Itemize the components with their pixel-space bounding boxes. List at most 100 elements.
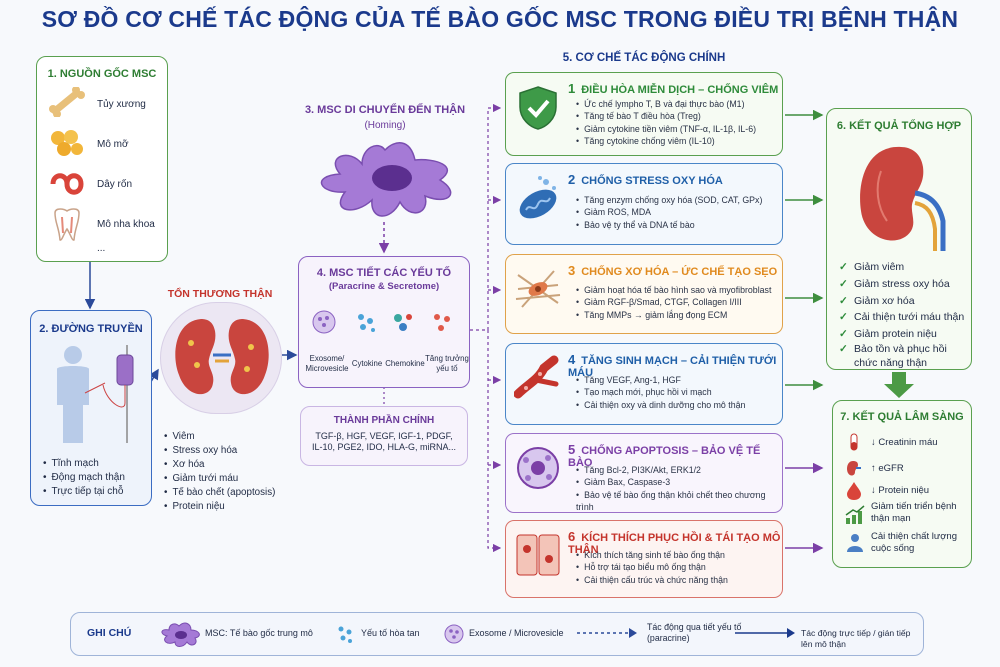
mechanism-points: Tăng enzym chống oxy hóa (SOD, CAT, GPx)… bbox=[576, 194, 762, 231]
summary-item: ✓Giảm xơ hóa bbox=[839, 294, 915, 307]
chart-up-icon bbox=[845, 505, 865, 524]
summary-item: ✓Bảo tồn và phục hồi chức năng thận bbox=[839, 342, 947, 369]
adipose-icon bbox=[51, 130, 83, 156]
clinical-panel: 7. KẾT QUẢ LÂM SÀNG ↓ Creatinin máu ↑ eG… bbox=[832, 400, 972, 568]
source-header: 1. NGUỒN GỐC MSC bbox=[47, 68, 157, 80]
route-list: Tĩnh mạch Động mạch thận Trực tiếp tại c… bbox=[43, 457, 125, 500]
injured-kidney-circle bbox=[160, 302, 282, 414]
source-item: Dây rốn bbox=[97, 179, 133, 190]
source-item: Mô mỡ bbox=[97, 139, 129, 150]
dashed-arrow-icon bbox=[577, 628, 637, 638]
injury-list: Viêm Stress oxy hóa Xơ hóa Giảm tưới máu… bbox=[164, 430, 275, 513]
injury-item: Xơ hóa bbox=[164, 458, 275, 472]
summary-list: ✓Giảm viêm ✓Giảm stress oxy hóa ✓Giảm xơ… bbox=[839, 259, 969, 370]
secretion-label: Chemokine bbox=[385, 359, 425, 368]
injury-item: Viêm bbox=[164, 430, 275, 444]
summary-item: ✓Giảm protein niệu bbox=[839, 328, 937, 341]
summary-item: ✓Cải thiện tưới máu thận bbox=[839, 311, 965, 324]
exosome-legend-icon bbox=[444, 624, 464, 644]
secretion-label: Cytokine bbox=[351, 359, 383, 368]
injury-header: TỔN THƯƠNG THẬN bbox=[167, 288, 273, 300]
clinical-header: 7. KẾT QUẢ LÂM SÀNG bbox=[840, 411, 964, 423]
route-item: Động mạch thận bbox=[43, 471, 125, 485]
components-panel: THÀNH PHẦN CHÍNH TGF-β, HGF, VEGF, IGF-1… bbox=[300, 406, 468, 466]
components-line: IL-10, PGE2, IDO, HLA-G, miRNA... bbox=[311, 442, 457, 453]
mechanism-points: Ức chế lympho T, B và đại thực bào (M1)T… bbox=[576, 98, 756, 148]
mechanisms-header: 5. CƠ CHẾ TÁC ĐỘNG CHÍNH bbox=[562, 52, 726, 64]
clinical-item: Giảm tiến triển bệnh thận mạn bbox=[871, 501, 957, 524]
secretion-panel: 4. MSC TIẾT CÁC YẾU TỐ (Paracrine & Secr… bbox=[298, 256, 470, 388]
iv-infusion-icon bbox=[57, 345, 134, 443]
components-header: THÀNH PHẦN CHÍNH bbox=[333, 415, 435, 426]
source-item: ... bbox=[97, 243, 106, 254]
homing-subtitle: (Homing) bbox=[364, 120, 406, 131]
summary-panel: 6. KẾT QUẢ TỔNG HỢP ✓Giảm viêm ✓Giảm str… bbox=[826, 108, 972, 370]
summary-item: ✓Giảm stress oxy hóa bbox=[839, 277, 950, 290]
kidney-small-icon bbox=[847, 461, 861, 476]
clinical-item: ↓ Protein niệu bbox=[871, 485, 930, 496]
healthy-kidney-icon bbox=[860, 146, 946, 251]
bone-icon bbox=[49, 87, 85, 117]
legend-header: GHI CHÚ bbox=[87, 627, 132, 639]
chemokine-icon bbox=[394, 314, 412, 331]
test-tube-icon bbox=[850, 433, 858, 451]
injured-kidney-icon bbox=[175, 319, 269, 395]
summary-item: ✓Giảm viêm bbox=[839, 261, 905, 273]
msc-cell-icon bbox=[320, 142, 452, 217]
homing-header: 3. MSC DI CHUYỂN ĐẾN THẬN bbox=[304, 104, 466, 116]
mitochondria-icon bbox=[519, 176, 557, 219]
legend-paracrine: Tác động qua tiết yếu tố (paracrine) bbox=[647, 622, 742, 643]
legend-panel: GHI CHÚ MSC: Tế bào gốc trung mô Yếu tố … bbox=[70, 612, 924, 656]
mechanism-points: Giảm hoạt hóa tế bào hình sao và myofibr… bbox=[576, 284, 771, 321]
route-item: Trực tiếp tại chỗ bbox=[43, 485, 125, 499]
source-item: Mô nha khoa bbox=[97, 219, 155, 230]
injury-item: Stress oxy hóa bbox=[164, 444, 275, 458]
injury-item: Tế bào chết (apoptosis) bbox=[164, 486, 275, 500]
soluble-factor-icon bbox=[338, 626, 352, 643]
shield-check-icon bbox=[519, 86, 557, 130]
secretion-label: Exosome/ Microvesicle bbox=[305, 354, 349, 373]
injury-item: Protein niệu bbox=[164, 500, 275, 514]
route-panel: 2. ĐƯỜNG TRUYỀN Tĩnh mạch Động mạch thận… bbox=[30, 310, 152, 506]
source-item: Tủy xương bbox=[97, 99, 146, 110]
secretion-header: 4. MSC TIẾT CÁC YẾU TỐ bbox=[316, 267, 452, 279]
tooth-icon bbox=[54, 208, 80, 241]
cytokine-icon bbox=[358, 314, 375, 332]
page-title: SƠ ĐỒ CƠ CHẾ TÁC ĐỘNG CỦA TẾ BÀO GỐC MSC… bbox=[41, 6, 959, 32]
solid-arrow-icon bbox=[735, 628, 795, 638]
mechanism-points: Tăng Bcl-2, PI3K/Akt, ERK1/2Giảm Bax, Ca… bbox=[576, 464, 782, 514]
legend-direct: Tác động trực tiếp / gián tiếp lên mô th… bbox=[801, 628, 911, 649]
source-panel: 1. NGUỒN GỐC MSC Tủy xương Mô mỡ Dây rốn… bbox=[36, 56, 168, 262]
route-item: Tĩnh mạch bbox=[43, 457, 125, 471]
umbilical-cord-icon bbox=[50, 173, 84, 195]
legend-exosome: Exosome / Microvesicle bbox=[469, 628, 564, 638]
down-arrow-icon bbox=[884, 372, 914, 398]
mechanism-points: Kích thích tăng sinh tế bào ống thậnHỗ t… bbox=[576, 549, 728, 586]
exosome-icon bbox=[312, 310, 336, 334]
cell-protection-icon bbox=[517, 447, 559, 489]
msc-legend-icon bbox=[161, 622, 200, 647]
clinical-item: ↓ Creatinin máu bbox=[871, 437, 938, 448]
person-icon bbox=[847, 534, 863, 552]
blood-vessel-icon bbox=[514, 355, 559, 399]
secretion-label: Tăng trưởng yếu tố bbox=[425, 354, 469, 373]
fibrosis-icon bbox=[515, 270, 561, 308]
renal-tubule-icon bbox=[516, 534, 560, 576]
clinical-item: ↑ eGFR bbox=[871, 463, 904, 474]
clinical-item: Cải thiện chất lượng cuộc sống bbox=[871, 531, 957, 554]
mechanism-points: Tăng VEGF, Ang-1, HGFTạo mạch mới, phục … bbox=[576, 374, 745, 411]
growth-factor-icon bbox=[434, 314, 450, 331]
route-header: 2. ĐƯỜNG TRUYỀN bbox=[39, 323, 143, 335]
injury-item: Giảm tưới máu bbox=[164, 472, 275, 486]
components-line: TGF-β, HGF, VEGF, IGF-1, PDGF, bbox=[315, 431, 453, 441]
